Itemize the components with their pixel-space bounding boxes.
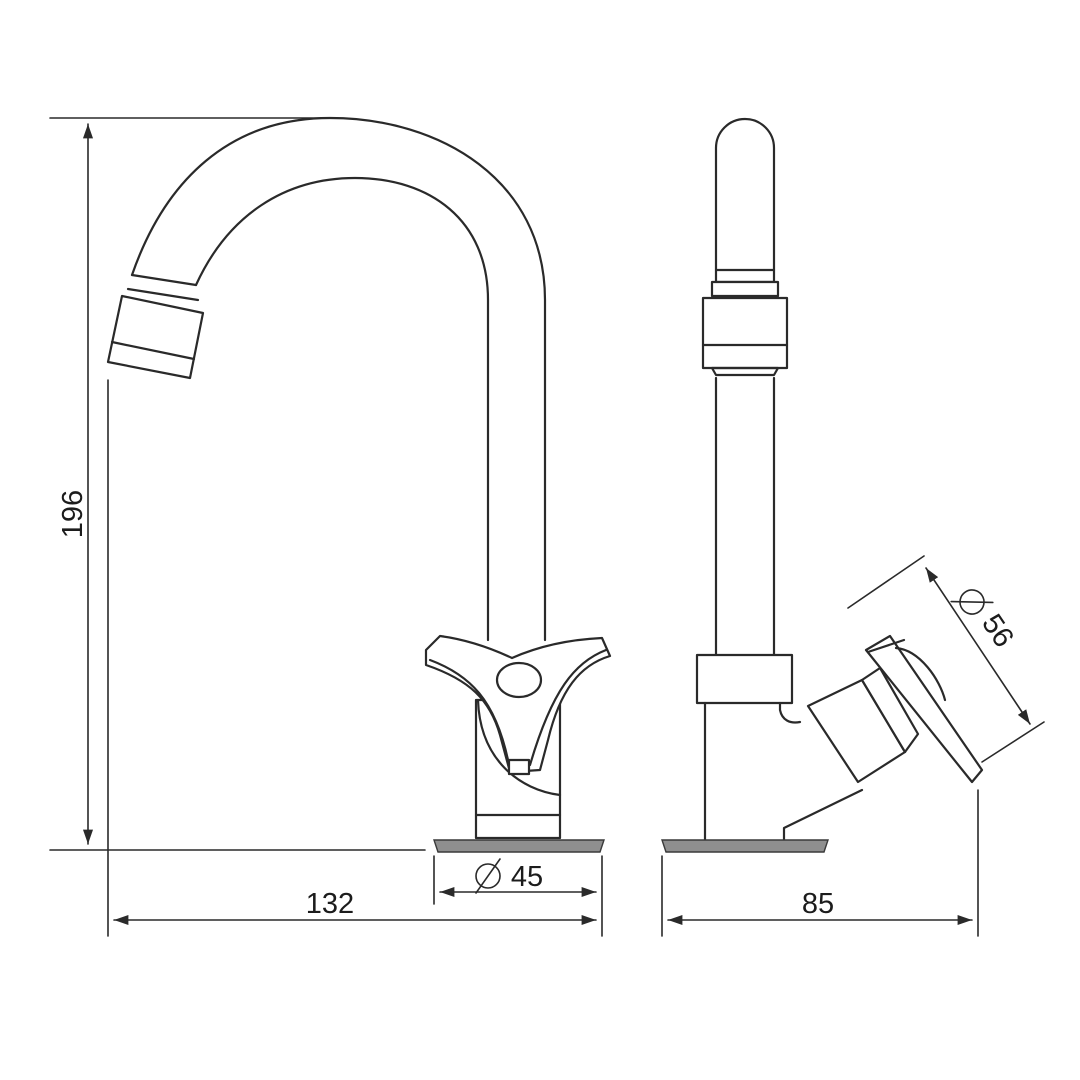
- base-diameter-label: 45: [511, 861, 543, 893]
- valve-body-curve: [476, 698, 562, 797]
- spout-outer-curve: [130, 116, 547, 642]
- spout-collar: [126, 273, 200, 302]
- dimension-lines: [49, 117, 1045, 937]
- side-aerator-rim: [710, 366, 780, 377]
- diameter-icon: [950, 589, 994, 615]
- handle-diameter-label: 56: [975, 609, 1020, 654]
- side-handle-disc: [864, 634, 984, 784]
- side-base-plate: [661, 839, 829, 853]
- handle-cap: [495, 661, 543, 699]
- side-lower-body: [703, 701, 864, 842]
- handle-extension-upper: [847, 555, 925, 609]
- side-aerator: [701, 296, 789, 370]
- reach-label: 132: [306, 888, 354, 920]
- cross-handle-edge: [428, 648, 608, 767]
- side-ring-upper: [714, 268, 776, 284]
- side-collar: [695, 653, 794, 705]
- cross-handle: [424, 634, 612, 774]
- spout-inner-curve: [194, 176, 490, 642]
- aerator: [106, 294, 205, 380]
- side-view: [661, 117, 984, 853]
- depth-label: 85: [802, 888, 834, 920]
- front-view: [106, 116, 612, 853]
- side-spout-top: [714, 117, 776, 272]
- side-tube: [714, 376, 776, 656]
- handle-tip: [507, 758, 531, 776]
- height-label: 196: [57, 490, 89, 538]
- side-valve-neck: [860, 666, 920, 754]
- side-ring-mid: [710, 280, 780, 298]
- handle-diameter-dimension-line: [925, 567, 1031, 725]
- front-base-plate: [433, 839, 605, 853]
- aerator-band: [110, 340, 196, 361]
- diameter-icon: [475, 858, 501, 894]
- handle-extension-lower: [981, 721, 1045, 763]
